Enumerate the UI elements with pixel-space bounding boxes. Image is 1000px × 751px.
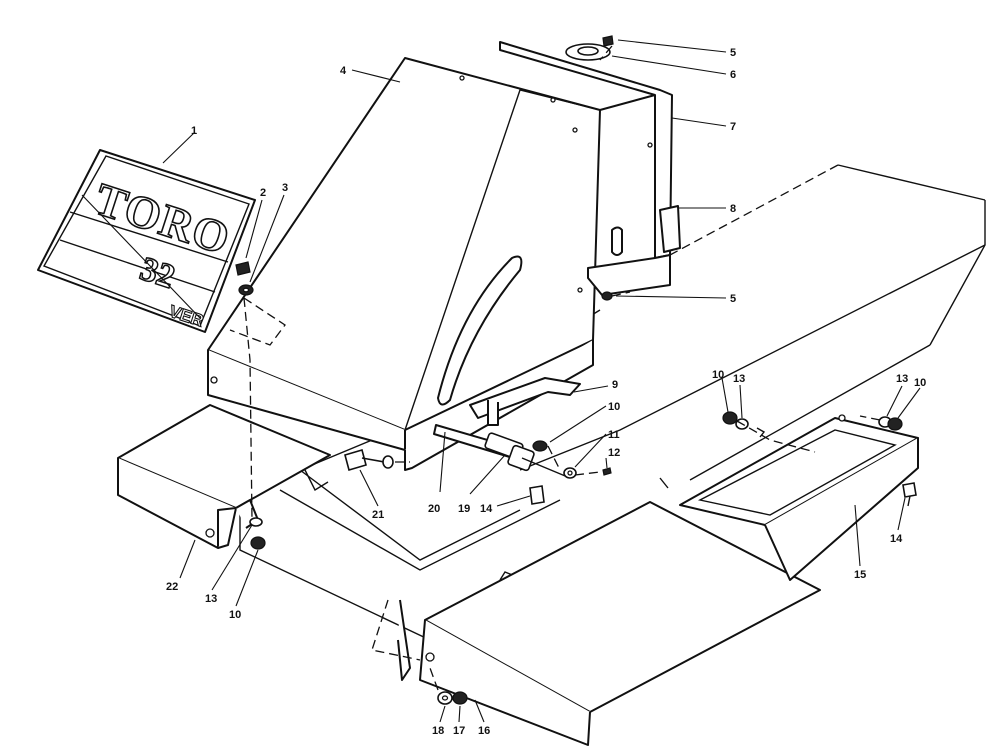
callout-8: 8 [730,203,736,215]
callout-11: 11 [608,429,620,441]
callout-15: 15 [854,569,866,581]
callout-10-latch: 10 [608,401,620,413]
callout-7: 7 [730,121,736,133]
left-cover-plate [117,404,331,549]
callout-14-latch: 14 [480,503,493,515]
callout-22: 22 [166,581,178,593]
callout-2: 2 [260,187,266,199]
callout-10-right: 10 [914,377,926,389]
callout-1: 1 [191,125,197,137]
hardware [235,35,917,705]
callout-20: 20 [428,503,440,515]
callout-21: 21 [372,509,384,521]
callout-4: 4 [340,65,347,77]
flange-plate [565,43,611,61]
callout-6: 6 [730,69,736,81]
callout-19: 19 [458,503,470,515]
assembly-lines [229,45,881,691]
callout-12: 12 [608,447,620,459]
callout-13-mid: 13 [733,373,745,385]
toro-decal: TORO 32 VER [37,149,256,333]
front-cover-plate [397,501,821,746]
callout-10-left: 10 [229,609,241,621]
callout-9: 9 [612,379,618,391]
callout-16: 16 [478,725,490,737]
latch-assembly [433,377,581,479]
callout-17: 17 [453,725,465,737]
callout-13-right: 13 [896,373,908,385]
callout-14-right: 14 [890,533,903,545]
callout-18: 18 [432,725,444,737]
deflector-bracket [499,41,681,296]
callout-3: 3 [282,182,288,194]
callout-labels: 1 2 3 4 5 6 7 8 5 9 10 11 12 14 19 20 21… [166,47,926,737]
callout-13-left: 13 [205,593,217,605]
callout-5-lower: 5 [730,293,736,305]
callout-5-top: 5 [730,47,736,59]
right-cover-plate [679,414,919,581]
callout-10-mid: 10 [712,369,724,381]
chute-housing [207,57,601,471]
leader-lines [162,39,921,723]
